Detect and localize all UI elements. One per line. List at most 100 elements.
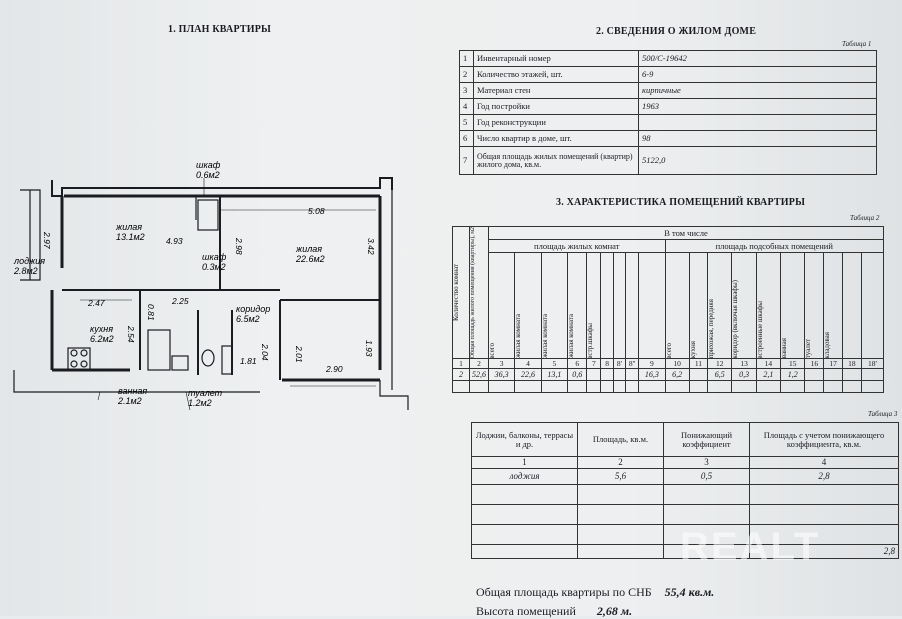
house-info-n: 6 bbox=[459, 130, 474, 147]
column-number: 8'' bbox=[625, 358, 640, 370]
rooms-value: 6,2 bbox=[664, 368, 690, 382]
in-total-header: В том числе bbox=[488, 225, 884, 241]
empty-cell bbox=[600, 380, 614, 394]
column-number: 8 bbox=[600, 358, 614, 370]
empty-cell bbox=[469, 380, 489, 394]
column-number: 9 bbox=[638, 358, 666, 370]
plan-dimension: 2.98 bbox=[234, 237, 244, 255]
empty-cell bbox=[823, 380, 844, 394]
plan-dimension: 2.97 bbox=[42, 231, 52, 249]
empty-cell bbox=[514, 380, 542, 394]
table2-label: Таблица 2 bbox=[850, 214, 880, 222]
col-qty-header: Количество комнат bbox=[452, 264, 461, 322]
rooms-value: 6,5 bbox=[707, 368, 733, 382]
column-number: 4 bbox=[514, 358, 542, 370]
plan-dimension: 4.93 bbox=[166, 236, 183, 246]
aux-subheader: ванная bbox=[780, 252, 806, 360]
column-number: 1 bbox=[452, 358, 470, 370]
loggia-header: Площадь с учетом понижающего коэффициент… bbox=[749, 422, 899, 457]
loggia-type: лоджия bbox=[471, 468, 578, 485]
house-info-value bbox=[638, 114, 877, 131]
house-info-label: Число квартир в доме, шт. bbox=[473, 130, 639, 147]
empty-cell bbox=[755, 380, 782, 394]
loggia-header: Лоджии, балконы, террасы и др. bbox=[471, 422, 578, 457]
loggia-header: Площадь, кв.м. bbox=[577, 422, 664, 457]
plan-dimension: 1.93 bbox=[364, 340, 374, 357]
house-info-value: кирпичные bbox=[638, 82, 877, 99]
house-info-label: Количество этажей, шт. bbox=[473, 66, 639, 83]
empty-cell bbox=[731, 380, 757, 394]
house-info-label: Год постройки bbox=[473, 98, 639, 115]
house-info-label: Общая площадь жилых помещений (квартир) … bbox=[473, 146, 639, 175]
room-area: 2.1м2 bbox=[117, 396, 142, 406]
rooms-value: 22,6 bbox=[514, 368, 542, 382]
house-info-value: 1963 bbox=[638, 98, 877, 115]
aux-subheader: прихожая, передняя bbox=[707, 252, 733, 360]
house-info-label: Материал стен bbox=[473, 82, 639, 99]
area-label: Общая площадь квартиры по СНБ bbox=[476, 585, 652, 599]
rooms-value bbox=[860, 368, 885, 382]
rooms-value bbox=[804, 368, 825, 382]
house-info-n: 3 bbox=[459, 82, 474, 99]
empty-cell bbox=[842, 380, 862, 394]
living-subheader: жилая комната bbox=[514, 252, 542, 360]
room-area: 0.6м2 bbox=[196, 170, 220, 180]
plan-heading: 1. ПЛАН КВАРТИРЫ bbox=[168, 24, 272, 35]
empty-cell bbox=[804, 380, 825, 394]
room-area: 6.5м2 bbox=[236, 314, 260, 324]
loggia-header: Понижающий коэффициент bbox=[663, 422, 750, 457]
aux-subheader: встроенные шкафы bbox=[755, 252, 782, 360]
rooms-value: 2,1 bbox=[755, 368, 782, 382]
rooms-value: 1,2 bbox=[780, 368, 806, 382]
room-area: 13.1м2 bbox=[116, 232, 145, 242]
plan-dimension: 2.90 bbox=[325, 364, 343, 374]
room-area: 2.8м2 bbox=[13, 266, 38, 276]
column-number: 17 bbox=[823, 358, 844, 370]
living-subheader: жилая комната bbox=[540, 252, 569, 360]
rooms-value bbox=[600, 368, 614, 382]
house-info-n: 4 bbox=[459, 98, 474, 115]
loggia-area: 5,6 bbox=[577, 468, 664, 485]
height-summary: Высота помещений 2,68 м. bbox=[476, 604, 632, 619]
living-subheader: всего bbox=[487, 252, 516, 360]
house-info-n: 7 bbox=[459, 146, 474, 175]
loggia-col-number: 1 bbox=[471, 456, 578, 469]
living-subheader bbox=[625, 252, 640, 360]
loggia-col-number: 4 bbox=[749, 456, 899, 469]
empty-cell bbox=[452, 380, 470, 394]
room-name: лоджия bbox=[13, 256, 45, 266]
plan-dimension: 2.47 bbox=[87, 298, 105, 308]
house-info-value: 500/С-19642 bbox=[638, 50, 877, 67]
floor-plan: шкаф0.6м2жилая13.1м2шкаф0.3м2жилая22.6м2… bbox=[13, 160, 409, 411]
aux-subheader: кухня bbox=[688, 252, 709, 360]
plan-dimension: 0.81 bbox=[146, 304, 156, 321]
empty-cell bbox=[638, 380, 666, 394]
loggia-total: 2,8 bbox=[749, 544, 899, 559]
column-number: 7 bbox=[586, 358, 602, 370]
column-number: 2 bbox=[469, 358, 489, 370]
aux-subheader-label: туалет bbox=[804, 339, 813, 359]
height-label: Высота помещений bbox=[476, 604, 576, 618]
house-info-n: 5 bbox=[459, 114, 474, 131]
room-name: жилая bbox=[115, 222, 142, 232]
aux-subheader-label: коридор (включая шкафы) bbox=[731, 279, 740, 359]
aux-subheader: коридор (включая шкафы) bbox=[731, 252, 757, 360]
rooms-value bbox=[612, 368, 627, 382]
loggia-col-number: 2 bbox=[577, 456, 664, 469]
col-total-header: Общая площадь жилого помещения (квартиры… bbox=[470, 227, 477, 359]
room-name: коридор bbox=[236, 304, 270, 314]
rooms-value: 36,3 bbox=[487, 368, 516, 382]
column-number: 8' bbox=[612, 358, 627, 370]
room-name: шкаф bbox=[202, 252, 227, 262]
column-number: 16 bbox=[804, 358, 825, 370]
room-name: кухня bbox=[90, 324, 113, 334]
column-number: 18' bbox=[860, 358, 885, 370]
living-header: площадь жилых комнат bbox=[488, 239, 666, 254]
plan-dimension: 2.54 bbox=[126, 325, 136, 343]
column-number: 10 bbox=[664, 358, 690, 370]
